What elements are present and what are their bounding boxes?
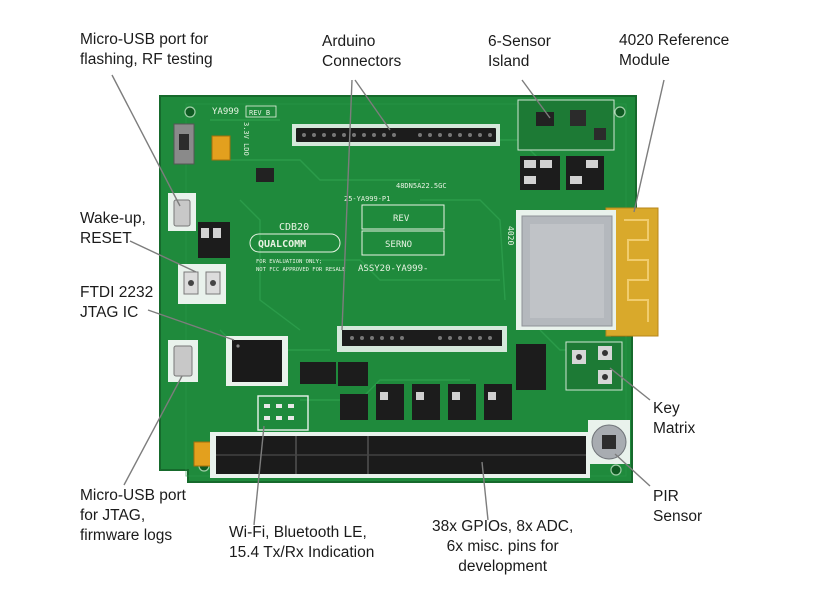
serno-box-label: SERNO: [385, 240, 412, 250]
ldo-chip: [256, 168, 274, 182]
leader-pir: [614, 453, 651, 487]
callout-gpios-line-3: development: [458, 558, 548, 575]
callout-wakeup-reset-line-1: Wake-up,: [80, 210, 146, 227]
callout-wakeup-reset-line-2: RESET: [80, 230, 132, 247]
callout-arduino-line-1: Arduino: [322, 33, 376, 50]
leader-wifi-bt: [253, 425, 265, 526]
eval-note-1: FOR EVALUATION ONLY;: [256, 259, 322, 265]
callout-usb-jtag-line-1: Micro-USB port: [80, 487, 186, 504]
callout-ref-module-line-1: 4020 Reference: [619, 32, 730, 49]
callout-pir-line-1: PIR: [653, 488, 679, 505]
brand-logo-text: QUALCOMM: [258, 239, 306, 250]
reference-module-shield-sheen: [530, 224, 604, 318]
board-rev-tag-box: [245, 105, 277, 118]
leader-ref-module: [633, 79, 665, 213]
callout-ftdi-line-2: JTAG IC: [80, 304, 139, 321]
leader-gpios: [481, 461, 489, 521]
brand-logo-box: [249, 233, 341, 253]
callout-gpios: 38x GPIOs, 8x ADC, 6x misc. pins for dev…: [432, 517, 573, 577]
jumper-rows-middle: [300, 344, 546, 420]
rev-box-label: REV: [393, 214, 410, 224]
callout-sensor-island: 6-Sensor Island: [488, 32, 551, 72]
callout-key-matrix-line-2: Matrix: [653, 420, 696, 437]
callout-wifi-bt-line-2: 15.4 Tx/Rx Indication: [229, 544, 375, 561]
callout-leader-lines: [111, 74, 665, 526]
callout-usb-jtag: Micro-USB port for JTAG, firmware logs: [80, 486, 186, 546]
serno-box: [361, 230, 445, 256]
callout-wifi-bt: Wi-Fi, Bluetooth LE, 15.4 Tx/Rx Indicati…: [229, 523, 374, 563]
assy-label: ASSY20-YA999-: [358, 264, 428, 274]
callout-gpios-line-2: 6x misc. pins for: [446, 538, 559, 555]
callout-ftdi: FTDI 2232 JTAG IC: [80, 283, 153, 323]
callout-ref-module: 4020 Reference Module: [619, 31, 729, 71]
reset-button-cap: [210, 280, 216, 286]
callout-key-matrix: Key Matrix: [653, 399, 695, 439]
jumper-caps-right-top: [524, 160, 598, 184]
ftdi-chip-dot: [236, 344, 240, 348]
leader-ftdi: [147, 309, 235, 341]
cdb-label: CDB20: [279, 222, 309, 233]
callout-pir-line-2: Sensor: [653, 508, 703, 525]
leader-arduino-bottom: [341, 79, 353, 331]
key-2-cap: [602, 350, 608, 356]
callout-ftdi-line-1: FTDI 2232: [80, 284, 154, 301]
usb-jtag-port: [173, 345, 193, 377]
callout-usb-jtag-line-3: firmware logs: [80, 527, 173, 544]
callout-sensor-island-line-2: Island: [488, 53, 530, 70]
jumper-block-left: [198, 222, 230, 258]
callout-arduino: Arduino Connectors: [322, 32, 401, 72]
callout-usb-flash: Micro-USB port for flashing, RF testing: [80, 30, 213, 70]
callout-arduino-line-2: Connectors: [322, 53, 402, 70]
sensor-chip-3: [594, 128, 606, 140]
sensor-chip-2: [570, 110, 586, 126]
antenna-trace: [624, 219, 649, 322]
key-1-cap: [576, 354, 582, 360]
arduino-header-top-holes: [302, 133, 492, 137]
leader-usb-jtag: [123, 375, 183, 486]
board-rev-tag: REV B: [249, 109, 270, 117]
callout-pir: PIR Sensor: [653, 487, 702, 527]
callout-usb-flash-line-2: flashing, RF testing: [80, 51, 213, 68]
sensor-island-highlight: [517, 99, 615, 151]
callout-key-matrix-line-1: Key: [653, 400, 680, 417]
leader-sensor-island: [521, 79, 551, 119]
callout-wakeup-reset: Wake-up, RESET: [80, 209, 146, 249]
batch-code-label: 48DN5A22.5GC: [396, 182, 447, 190]
tantalum-cap-top: [211, 135, 231, 161]
ftdi-chip: [232, 340, 282, 382]
power-switch-knob: [179, 134, 189, 150]
mounting-holes: [184, 106, 626, 476]
leader-usb-flash: [111, 74, 181, 207]
eval-note-2: NOT FCC APPROVED FOR RESALE: [256, 267, 345, 273]
arduino-header-bottom-pins: [342, 330, 502, 346]
callout-sensor-island-line-1: 6-Sensor: [488, 33, 551, 50]
callout-ref-module-line-2: Module: [619, 52, 670, 69]
callout-usb-flash-line-1: Micro-USB port for: [80, 31, 209, 48]
leader-key-matrix: [609, 367, 651, 401]
indication-leds: [264, 404, 294, 420]
jumper-caps-middle: [380, 392, 496, 400]
ldo-label: 3.3V LDO: [242, 122, 250, 156]
pir-sensor-window: [602, 435, 616, 449]
tantalum-cap-bottom: [193, 441, 213, 467]
wakeup-button-cap: [188, 280, 194, 286]
pcb-code-label: 25-YA999-P1: [344, 195, 390, 203]
module-label: 4020: [506, 226, 515, 245]
callout-wifi-bt-line-1: Wi-Fi, Bluetooth LE,: [229, 524, 367, 541]
leader-arduino-top: [354, 79, 391, 131]
usb-flash-port: [173, 199, 191, 227]
leader-wakeup: [129, 240, 197, 273]
key-matrix-highlight: [565, 341, 623, 391]
sensor-chip-1: [536, 112, 554, 126]
rev-box: [361, 204, 445, 230]
board-model-label: YA999: [212, 107, 239, 117]
jumper-caps-left: [201, 228, 221, 238]
indication-led-area-highlight: [257, 395, 309, 431]
arduino-header-bottom-holes: [350, 336, 492, 340]
callout-gpios-line-1: 38x GPIOs, 8x ADC,: [432, 518, 574, 535]
key-3-cap: [602, 374, 608, 380]
callout-usb-jtag-line-2: for JTAG,: [80, 507, 146, 524]
